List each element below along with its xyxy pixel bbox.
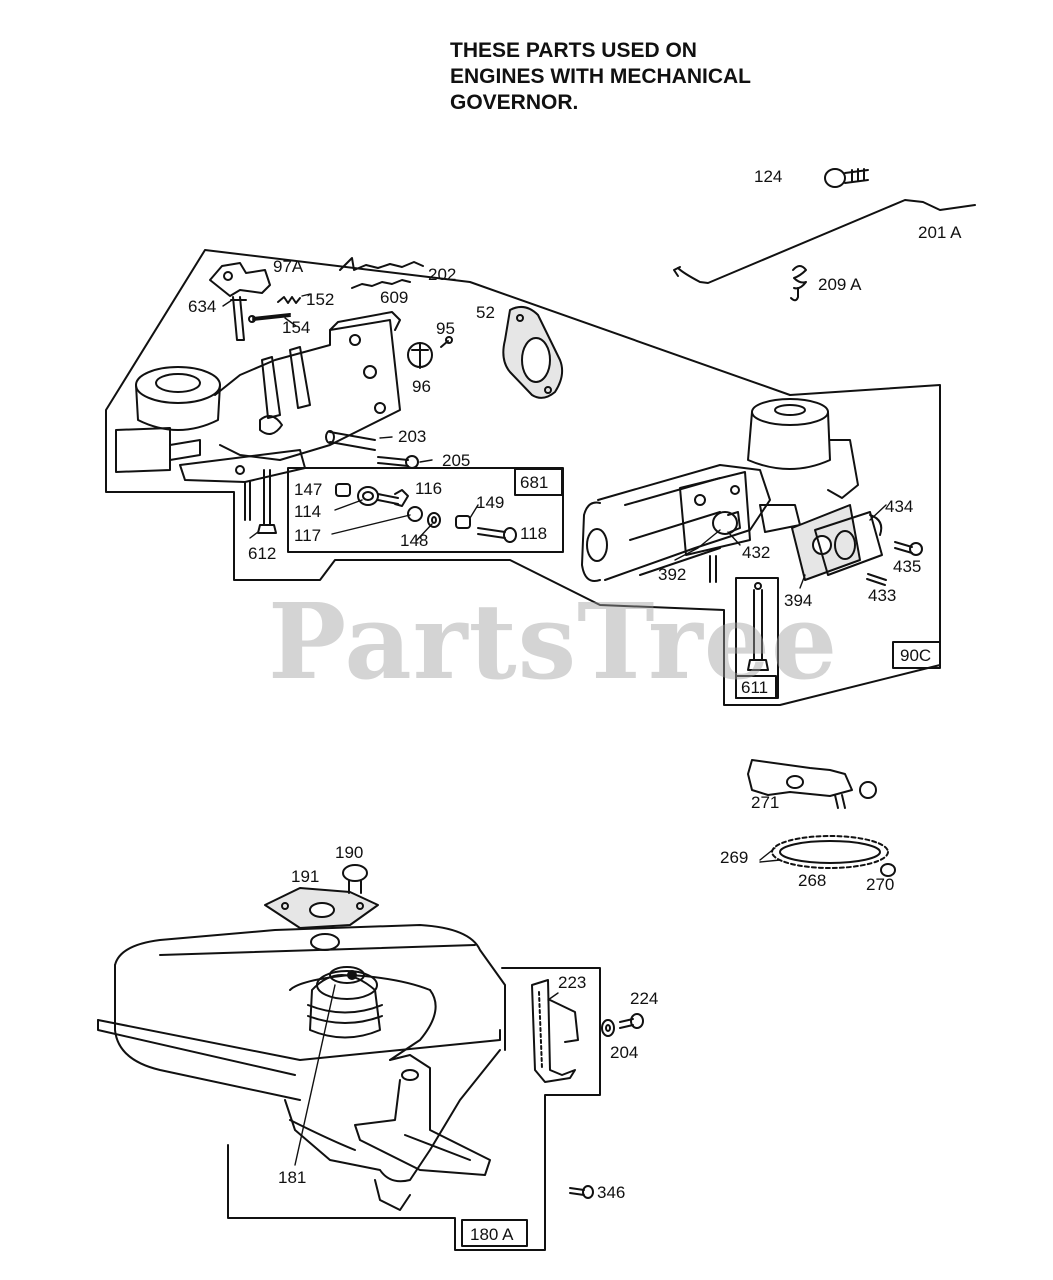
kit-681-tag-box xyxy=(514,468,563,496)
label-346: 346 xyxy=(597,1183,625,1202)
note-line-2: ENGINES WITH MECHANICAL xyxy=(450,65,751,88)
label-203: 203 xyxy=(398,427,426,446)
label-271: 271 xyxy=(751,793,779,812)
tank-group-outline xyxy=(227,967,601,1251)
nut-270-icon xyxy=(880,863,896,877)
label-612: 612 xyxy=(248,544,276,563)
fuel-cap-icon xyxy=(307,966,383,1039)
throttle-valve-96-icon xyxy=(407,342,433,369)
label-152: 152 xyxy=(306,290,334,309)
bracket-181-icon xyxy=(354,1054,491,1211)
note-line-1: THESE PARTS USED ON xyxy=(450,39,697,62)
washer-204-icon xyxy=(601,1019,615,1037)
label-118: 118 xyxy=(520,524,547,543)
spring-209a-icon xyxy=(790,265,807,302)
label-202: 202 xyxy=(428,265,456,284)
kit-681-parts xyxy=(335,483,517,543)
label-392: 392 xyxy=(658,565,686,584)
cover-434-icon xyxy=(814,511,883,576)
label-124: 124 xyxy=(754,167,782,186)
label-268: 268 xyxy=(798,871,826,890)
screw-205-icon xyxy=(377,455,419,469)
label-117: 117 xyxy=(294,526,321,545)
label-269: 269 xyxy=(720,848,748,867)
plug-432-icon xyxy=(712,511,741,535)
spring-609-icon xyxy=(351,279,411,289)
bracket-223-icon xyxy=(531,979,579,1083)
callout-labels: 124 201 A 209 A 97A 202 152 634 609 154 … xyxy=(188,167,962,1244)
label-147: 147 xyxy=(294,480,322,499)
label-634: 634 xyxy=(188,297,216,316)
gasket-191-icon xyxy=(264,887,379,929)
fuel-tank-icon xyxy=(97,924,506,1183)
label-154: 154 xyxy=(282,318,310,337)
label-181: 181 xyxy=(278,1168,306,1187)
gasket-52-icon xyxy=(502,305,564,399)
screw-190-icon xyxy=(342,864,368,894)
label-434: 434 xyxy=(885,497,913,516)
label-90c: 90C xyxy=(900,646,931,665)
label-116: 116 xyxy=(415,479,442,498)
governor-note: THESE PARTS USED ON ENGINES WITH MECHANI… xyxy=(450,38,830,116)
screw-346-icon xyxy=(569,1185,594,1199)
watermark: PartsTree xyxy=(268,580,839,703)
link-rod-201a xyxy=(677,199,976,284)
label-433: 433 xyxy=(868,586,896,605)
pin-433-icon xyxy=(866,573,887,586)
label-432: 432 xyxy=(742,543,770,562)
label-223: 223 xyxy=(558,973,586,992)
label-190: 190 xyxy=(335,843,363,862)
label-114: 114 xyxy=(294,502,321,521)
pin-154-icon xyxy=(252,313,291,321)
label-97a: 97A xyxy=(273,257,304,276)
group-90c-tag-box xyxy=(892,641,941,669)
label-394: 394 xyxy=(784,591,812,610)
label-205: 205 xyxy=(442,451,470,470)
label-270: 270 xyxy=(866,875,894,894)
spring-152-icon xyxy=(277,296,301,304)
label-209a: 209 A xyxy=(818,275,862,294)
label-611: 611 xyxy=(741,678,768,697)
screw-435-icon xyxy=(894,541,923,556)
label-148: 148 xyxy=(400,531,428,550)
screw-95-icon xyxy=(440,336,453,348)
label-204: 204 xyxy=(610,1043,638,1062)
bolt-611-tag-box xyxy=(735,675,777,699)
screw-224-icon xyxy=(619,1013,644,1029)
group-180a-tag-box xyxy=(461,1219,528,1247)
label-96: 96 xyxy=(412,377,431,396)
carburetor-body-right xyxy=(581,398,859,583)
bracket-271-icon xyxy=(747,759,877,809)
shaft-203-icon xyxy=(325,430,376,451)
label-52: 52 xyxy=(476,303,495,322)
kit-681-box xyxy=(287,467,564,553)
leader-lines xyxy=(222,293,887,1166)
carburetor-body-left xyxy=(115,311,401,521)
gasket-394-icon xyxy=(791,504,861,581)
carburetor-group-outline xyxy=(105,249,941,706)
label-180a: 180 A xyxy=(470,1225,514,1244)
label-201a: 201 A xyxy=(918,223,962,242)
lever-97a-icon xyxy=(209,262,271,341)
label-435: 435 xyxy=(893,557,921,576)
label-224: 224 xyxy=(630,989,658,1008)
label-191: 191 xyxy=(291,867,319,886)
screw-124-icon xyxy=(824,168,869,188)
spring-202-icon xyxy=(339,257,424,271)
label-149: 149 xyxy=(476,493,504,512)
bolt-612-icon xyxy=(257,469,277,534)
label-95: 95 xyxy=(436,319,455,338)
label-609: 609 xyxy=(380,288,408,307)
label-681: 681 xyxy=(520,473,548,492)
bolt-611-icon xyxy=(747,582,769,671)
note-line-3: GOVERNOR. xyxy=(450,91,579,114)
gasket-268-icon xyxy=(771,835,889,869)
